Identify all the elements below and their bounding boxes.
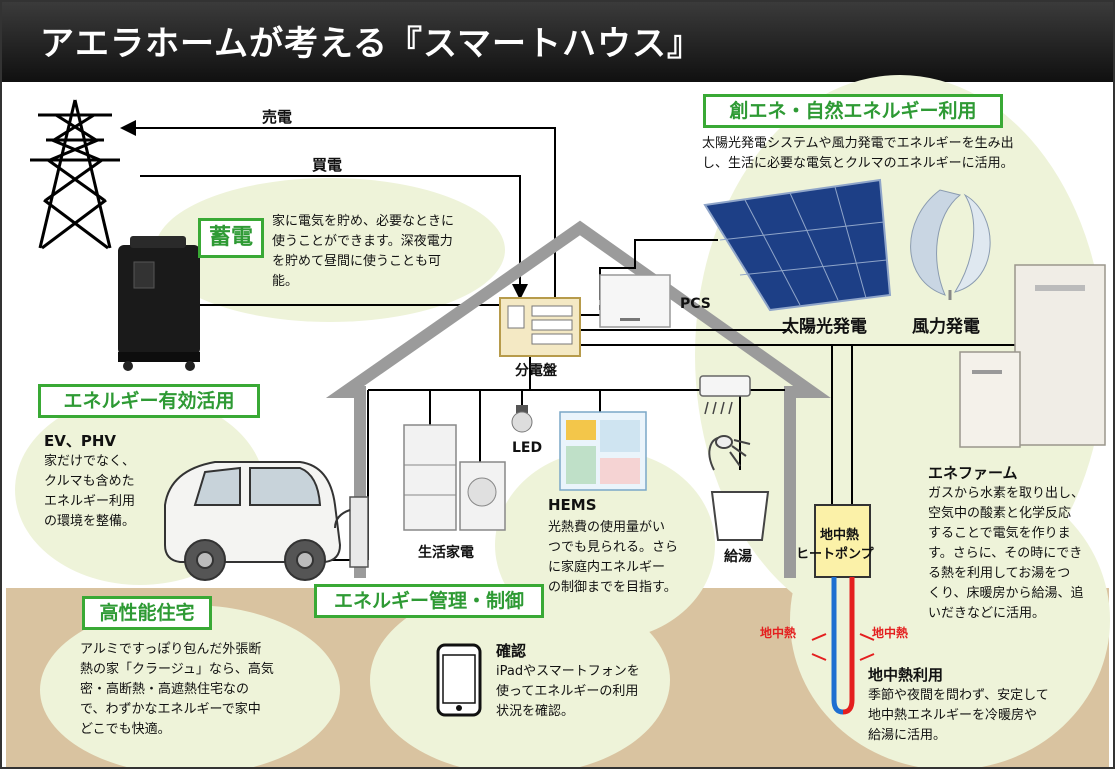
storage-desc: 家に電気を貯め、必要なときに 使うことができます。深夜電力 を貯めて昼間に使うこ… [272,214,455,289]
performance-desc: アルミですっぽり包んだ外張断 熱の家「クラージュ」なら、高気 密・高断熱・高遮熱… [80,642,274,737]
buy-label: 買電 [312,156,343,174]
geothermal-desc: 季節や夜間を問わず、安定して 地中熱エネルギーを冷暖房や 給湯に活用。 [868,688,1049,743]
enefarm-heading: エネファーム [928,464,1018,482]
enefarm-unit-icon [959,264,1106,448]
ev-heading: EV、PHV [44,432,117,450]
geothermal-loop-blue [831,577,844,715]
storage-bubble [155,178,505,322]
hems-heading: HEMS [548,496,597,514]
washing-machine-icon [459,461,506,531]
sell-arrowhead [120,120,136,136]
performance-bubble [40,605,340,769]
performance-label: 高性能住宅 [82,596,212,630]
enefarm-desc: ガスから水素を取り出し、 空気中の酸素と化学反応 することで電気を作りま す。さ… [928,486,1085,621]
fridge-icon [403,424,457,531]
geothermal-heading: 地中熱利用 [868,666,944,684]
storage-label: 蓄電 [198,218,264,258]
tablet-icon [436,643,482,717]
hems-desc: 光熱費の使用量がい つでも見られる。さら に家庭内エネルギー の制御までを目指す… [548,520,679,595]
pcs-label: PCS [680,296,711,312]
title-bar: アエラホームが考える『スマートハウス』 [0,0,1115,82]
geothermal-arrows [811,633,875,661]
confirm-desc: iPadやスマートフォンを 使ってエネルギーの利用 状況を確認。 [496,664,640,719]
management-label: エネルギー管理・制御 [314,584,544,618]
plumbing-lines [831,345,853,505]
effective-use-label: エネルギー有効活用 [38,384,260,418]
heat-pump-label-1: 地中熱 [820,528,860,543]
power-tower-icon [30,99,120,250]
heat-pump-label-2: ヒートポンプ [796,547,874,562]
solar-panel-icon [703,178,892,312]
wind-turbine-icon [910,189,991,300]
geothermal-left-label: 地中熱 [760,626,797,640]
page-title: アエラホームが考える『スマートハウス』 [40,24,702,64]
house-outline [325,220,831,578]
bathtub-icon [710,491,770,541]
appliances-label: 生活家電 [418,545,474,561]
management-bubble [370,585,670,769]
panel-label: 分電盤 [515,363,557,379]
distribution-panel-icon [499,297,581,357]
geothermal-loop-red [842,577,855,715]
air-conditioner-icon [699,375,751,415]
geothermal-right-label: 地中熱 [872,626,909,640]
led-label: LED [512,440,543,456]
sell-label: 売電 [262,108,293,126]
create-energy-label: 創エネ・自然エネルギー利用 [703,94,1003,128]
create-energy-desc: 太陽光発電システムや風力発電でエネルギーを生み出 し、生活に必要な電気とクルマの… [702,136,1014,171]
solar-label: 太陽光発電 [782,317,867,337]
heat-pump-box [814,504,871,578]
shower-icon [708,435,751,471]
ev-desc: 家だけでなく、 クルマも含めた エネルギー利用 の環境を整備。 [44,454,136,529]
water-heating-label: 給湯 [724,549,752,565]
ev-charger-icon [334,496,369,568]
hems-monitor-icon [559,411,647,491]
ev-car-icon [164,461,342,581]
buy-arrowhead [512,284,528,300]
led-bulb-icon [511,405,533,433]
confirm-heading: 確認 [496,642,527,660]
wind-label: 風力発電 [912,317,980,337]
storage-battery-icon [118,236,200,371]
